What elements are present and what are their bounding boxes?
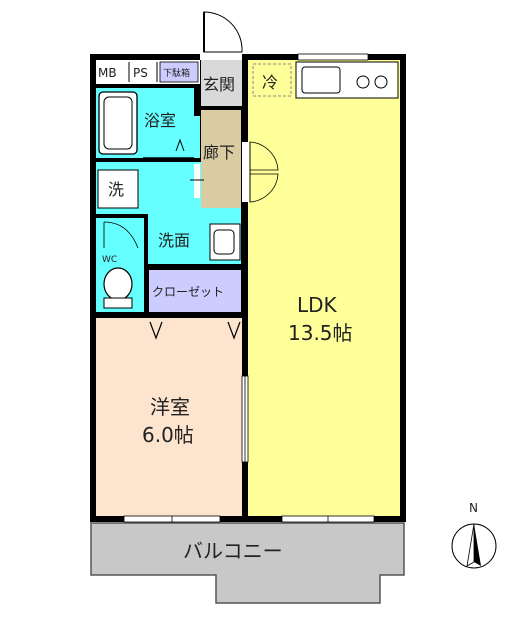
western-room [96,318,242,516]
ps-label: PS [133,66,148,80]
ldk-label: LDK [297,293,338,317]
shoe-box-label: 下駄箱 [163,67,190,79]
laundry-label: 洗 [108,180,124,199]
western-room-size-label: 6.0帖 [142,423,194,447]
ldk-door-swing [249,141,279,171]
closet [149,270,241,312]
ldk-size-label: 13.5帖 [288,321,353,345]
bathroom-label: 浴室 [144,111,176,130]
washroom-label: 洗面 [158,231,190,250]
compass-needle-icon [474,524,481,566]
refrigerator-space [252,63,292,97]
stove-icon [356,75,370,89]
entrance-label: 玄関 [203,75,235,94]
sink-icon [301,66,341,94]
washing-machine-spot [97,169,139,209]
western-room-label: 洋室 [150,395,190,419]
ldk [248,60,400,516]
corridor [201,110,241,208]
refrigerator-label: 冷 [262,73,278,92]
closet-label: クローゼット [152,285,224,299]
mb-label: MB [98,66,117,80]
toilet-icon [103,267,133,301]
wc-label: WC [102,255,117,265]
balcony [90,522,405,604]
compass: N [451,501,497,569]
balcony-label: バルコニー [183,539,283,563]
front-door-swing [203,11,243,53]
compass-north-label: N [469,501,478,515]
corridor-label: 廊下 [203,143,235,162]
entrance [201,60,242,106]
